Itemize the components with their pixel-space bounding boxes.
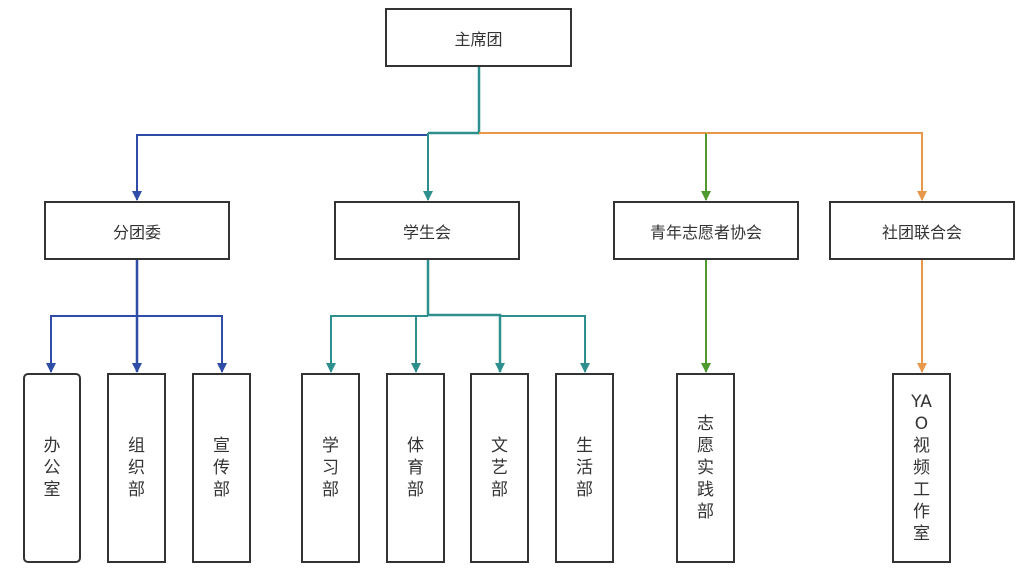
label-char: 活: [576, 458, 593, 478]
label-char: 习: [322, 458, 339, 478]
node-organization[interactable]: 组织部: [107, 373, 166, 563]
label-char: 践: [697, 480, 714, 500]
node-life[interactable]: 生活部: [555, 373, 614, 563]
node-committee[interactable]: 分团委: [44, 201, 230, 260]
node-root[interactable]: 主席团: [385, 8, 572, 67]
label-char: 文: [491, 436, 508, 456]
node-arts-label: 文艺部: [491, 435, 508, 501]
node-committee-label: 分团委: [112, 222, 161, 242]
connector-root-committee: [132, 134, 428, 201]
node-practice-label: 志愿实践部: [697, 413, 714, 523]
node-publicity-label: 宣传部: [213, 435, 230, 501]
label-char: 部: [322, 480, 339, 500]
node-publicity[interactable]: 宣传部: [192, 373, 251, 563]
connector-union-study: [326, 315, 428, 373]
connector-union-arts: [428, 313, 505, 373]
label-char: 室: [43, 480, 61, 500]
node-office[interactable]: 办公室: [23, 373, 81, 563]
label-char: 愿: [697, 436, 714, 456]
connector-committee-publicity: [137, 315, 227, 373]
label-char: 组: [128, 436, 145, 456]
node-arts[interactable]: 文艺部: [470, 373, 529, 563]
label-char: 体: [407, 436, 424, 456]
node-root-label: 主席团: [454, 29, 503, 49]
node-sports-label: 体育部: [407, 435, 424, 501]
label-char: 室: [912, 524, 930, 544]
node-union-label: 学生会: [402, 222, 451, 242]
label-char: 织: [128, 458, 145, 478]
label-char: YA: [911, 392, 932, 412]
label-char: 传: [213, 458, 230, 478]
label-char: 育: [407, 458, 424, 478]
label-char: 办: [43, 436, 61, 456]
connector-union-life: [500, 315, 590, 373]
node-volunteer-label: 青年志愿者协会: [649, 222, 762, 242]
node-volunteer[interactable]: 青年志愿者协会: [613, 201, 799, 260]
node-clubs[interactable]: 社团联合会: [829, 201, 1015, 260]
label-char: 部: [128, 480, 145, 500]
label-char: 视: [912, 436, 930, 456]
node-organization-label: 组织部: [128, 435, 145, 501]
node-study[interactable]: 学习部: [301, 373, 360, 563]
label-char: 志: [697, 414, 714, 434]
label-char: 学: [322, 436, 339, 456]
label-char: 频: [912, 458, 930, 478]
label-char: 部: [407, 480, 424, 500]
node-study-label: 学习部: [322, 435, 339, 501]
node-sports[interactable]: 体育部: [386, 373, 445, 563]
label-char: 部: [491, 480, 508, 500]
connector-committee-office: [46, 315, 137, 373]
label-char: 部: [213, 480, 230, 500]
label-char: 公: [43, 458, 61, 478]
label-char: 作: [912, 502, 930, 522]
node-clubs-label: 社团联合会: [881, 222, 962, 242]
label-char: 工: [912, 480, 930, 500]
node-practice[interactable]: 志愿实践部: [676, 373, 735, 563]
label-char: 部: [697, 502, 714, 522]
label-char: 生: [576, 436, 593, 456]
connector-root-clubs: [706, 132, 927, 201]
node-office-label: 办公室: [44, 435, 61, 501]
label-char: O: [914, 414, 929, 434]
label-char: 宣: [213, 436, 230, 456]
label-char: 部: [576, 480, 593, 500]
connector-root-trunk: [428, 67, 481, 135]
connector-union-sports: [411, 315, 428, 373]
connector-root-volunteer-bar: [479, 132, 707, 200]
label-char: 艺: [491, 458, 508, 478]
label-char: 实: [697, 458, 714, 478]
node-union[interactable]: 学生会: [334, 201, 520, 260]
node-life-label: 生活部: [576, 435, 593, 501]
